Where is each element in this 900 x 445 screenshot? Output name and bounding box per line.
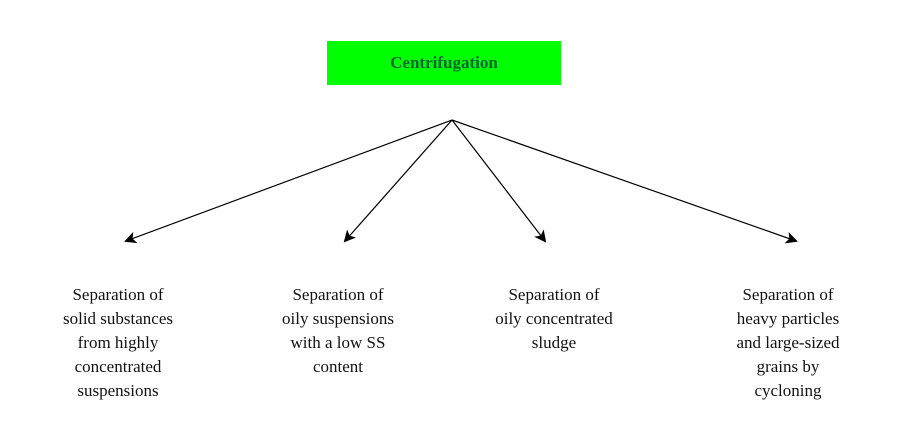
- child-node-text-line: Separation of: [742, 285, 834, 304]
- child-node-text-line: oily concentrated: [495, 309, 613, 328]
- child-node-heavy-particles: Separation of heavy particles and large-…: [706, 283, 870, 403]
- child-node-text-line: content: [312, 357, 364, 376]
- child-node-text-line: grains by: [756, 357, 820, 376]
- child-node-text-line: heavy particles: [736, 309, 840, 328]
- child-node-text-line: and large-sized: [736, 333, 840, 352]
- child-node-solid-substances: Separation of solid substances from high…: [36, 283, 200, 403]
- arrow-to-child-4: [451, 119, 798, 244]
- child-node-text-line: from highly: [77, 333, 159, 352]
- child-node-text-line: suspensions: [77, 381, 159, 400]
- child-node-text-line: oily suspensions: [282, 309, 394, 328]
- root-node-label: Centrifugation: [390, 53, 498, 72]
- child-node-text-line: Separation of: [72, 285, 164, 304]
- child-node-text-line: solid substances: [62, 309, 174, 328]
- child-node-text-line: concentrated: [74, 357, 162, 376]
- root-node-centrifugation: Centrifugation: [327, 41, 561, 85]
- arrow-to-child-2: [343, 119, 453, 243]
- child-node-oily-sludge: Separation of oily concentrated sludge: [472, 283, 636, 355]
- arrow-to-child-1: [124, 119, 453, 244]
- child-node-text-line: sludge: [531, 333, 577, 352]
- child-node-text-line: cycloning: [754, 381, 822, 400]
- child-node-text-line: Separation of: [292, 285, 384, 304]
- child-node-text-line: with a low SS: [290, 333, 386, 352]
- child-node-text-line: Separation of: [508, 285, 600, 304]
- arrow-to-child-3: [451, 119, 547, 243]
- child-node-oily-suspensions: Separation of oily suspensions with a lo…: [256, 283, 420, 379]
